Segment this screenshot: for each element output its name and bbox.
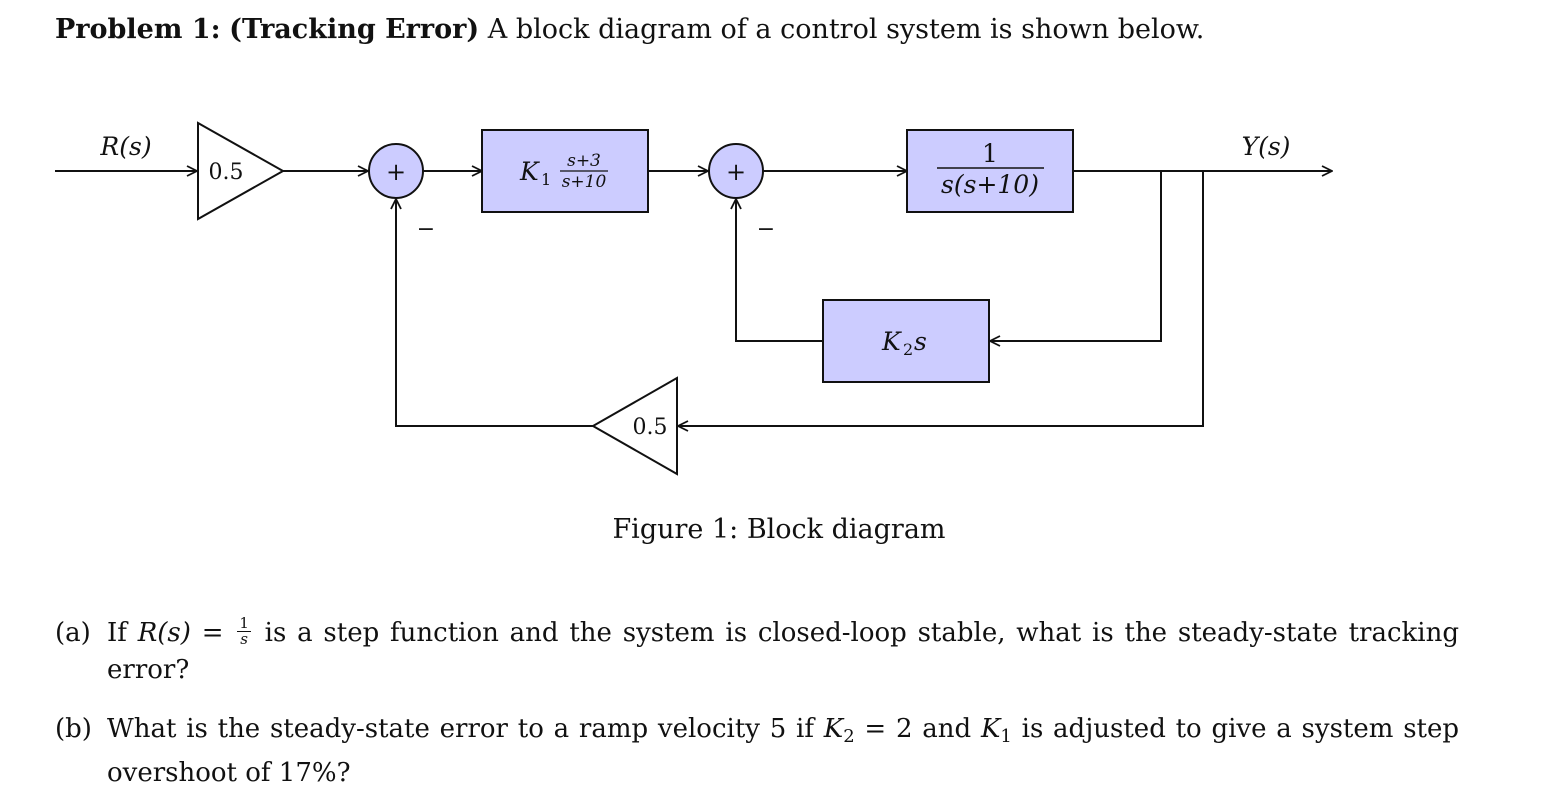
question-a-label: (a) [55, 618, 91, 648]
question-b-k1-sub: 1 [1000, 726, 1012, 747]
outer-feedback-path [678, 171, 1204, 426]
feedback-gain-triangle [590, 376, 678, 476]
sum2-sign-top: + [726, 158, 746, 186]
question-b-part1: What is the steady-state error to a ramp… [107, 714, 824, 744]
problem-intro: A block diagram of a control system is s… [487, 14, 1205, 45]
question-a-pre: If [107, 618, 138, 648]
problem-heading: Problem 1: (Tracking Error) A block diag… [55, 14, 1204, 45]
question-b-part2: is adjusted to give a system step oversh… [107, 714, 1460, 788]
question-a-frac-den: s [240, 629, 248, 648]
question-b-k2: K [823, 714, 844, 744]
controller-denominator: s+10 [562, 172, 607, 192]
plant-denominator: s(s+10) [941, 170, 1039, 199]
sum2-sign-bottom: − [757, 217, 775, 242]
plant-numerator: 1 [982, 139, 998, 168]
tach-gain: K [881, 327, 902, 356]
sum1-sign-bottom: − [417, 217, 435, 242]
question-b-k1: K [980, 714, 1001, 744]
problem-topic: (Tracking Error) [229, 14, 480, 45]
feedback-to-sum1-path [396, 199, 593, 427]
sum1-sign-top: + [386, 158, 406, 186]
question-a-lhs: R(s) [137, 618, 191, 648]
tach-gain-var: s [914, 327, 927, 356]
plant-block [906, 129, 1074, 213]
tach-feedback-block [822, 299, 990, 383]
question-b-k2-val: = 2 and [854, 714, 981, 744]
question-a-frac-num: 1 [237, 613, 251, 632]
question-b-label: (b) [55, 714, 92, 744]
input-label: R(s) [99, 132, 151, 161]
tach-feedback-path [990, 171, 1162, 341]
question-b: (b) What is the steady-state error to a … [55, 711, 1459, 792]
question-b-k2-sub: 2 [843, 726, 855, 747]
output-label: Y(s) [1242, 132, 1291, 161]
input-gain-triangle [197, 121, 286, 221]
feedback-gain-value: 0.5 [633, 415, 668, 440]
controller-gain: K [519, 157, 540, 186]
tach-to-sum2-path [736, 199, 823, 342]
figure-caption: Figure 1: Block diagram [612, 514, 946, 545]
input-gain-value: 0.5 [209, 160, 244, 185]
problem-label: Problem 1: [55, 14, 221, 45]
question-a-post: is a step function and the system is clo… [107, 618, 1459, 685]
controller-gain-sub: 1 [541, 170, 551, 189]
controller-numerator: s+3 [567, 151, 601, 171]
question-a-eq: = [190, 618, 235, 648]
block-diagram: R(s) Y(s) 0.5 0.5 + − + − K 1 s+3 s+10 1… [55, 121, 1558, 476]
tach-gain-sub: 2 [903, 340, 913, 359]
